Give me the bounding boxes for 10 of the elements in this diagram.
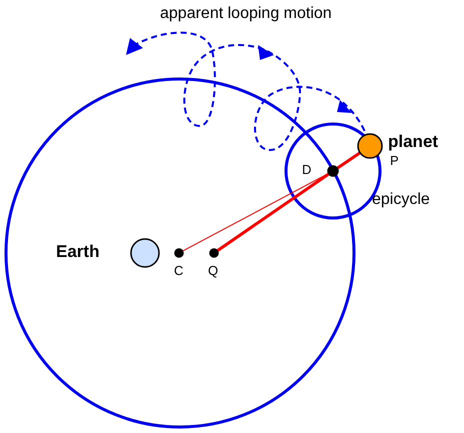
body-label: planet [388,133,438,152]
body-label: Earth [56,243,100,262]
line [336,151,361,170]
circle-label: epicycle [372,191,430,209]
point-label: P [390,154,399,168]
point-label: D [302,163,312,178]
motion-label: apparent looping motion [160,5,332,23]
point-label: Q [208,264,218,278]
line [216,172,330,252]
point-label: C [174,264,184,278]
